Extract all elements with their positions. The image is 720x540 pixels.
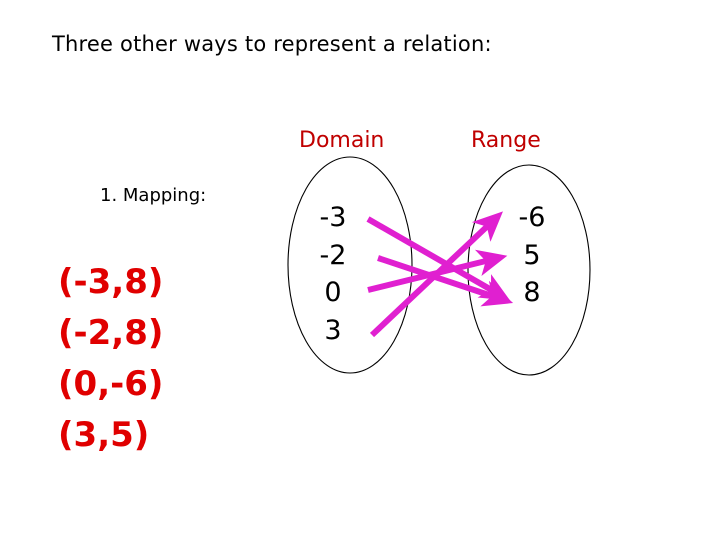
domain-header: Domain bbox=[299, 128, 385, 153]
ordered-pairs-list: (-3,8) (-2,8) (0,-6) (3,5) bbox=[58, 257, 163, 461]
domain-value: -2 bbox=[319, 240, 347, 271]
range-value: 8 bbox=[523, 277, 541, 308]
mapping-diagram-svg bbox=[287, 156, 591, 376]
range-oval bbox=[467, 164, 591, 376]
list-item: (-3,8) bbox=[58, 262, 164, 302]
arrow-neg2-to-8 bbox=[377, 255, 514, 307]
arrow-neg3-to-8 bbox=[366, 216, 511, 301]
list-item: (-2,8) bbox=[58, 313, 164, 353]
domain-value: -3 bbox=[319, 202, 347, 233]
range-value: 5 bbox=[523, 240, 541, 271]
domain-value: 3 bbox=[324, 315, 342, 346]
domain-value: 0 bbox=[324, 277, 342, 308]
domain-oval bbox=[287, 156, 413, 374]
mapping-diagram: -3 -2 0 3 -6 5 8 bbox=[280, 150, 620, 400]
arrow-3-to-neg6 bbox=[369, 211, 503, 338]
range-header: Range bbox=[471, 128, 541, 153]
range-value: -6 bbox=[518, 202, 546, 233]
list-item-mapping-label: 1. Mapping: bbox=[100, 185, 207, 206]
list-item: (3,5) bbox=[58, 415, 150, 455]
list-item: (0,-6) bbox=[58, 364, 164, 404]
page-title: Three other ways to represent a relation… bbox=[52, 32, 492, 56]
